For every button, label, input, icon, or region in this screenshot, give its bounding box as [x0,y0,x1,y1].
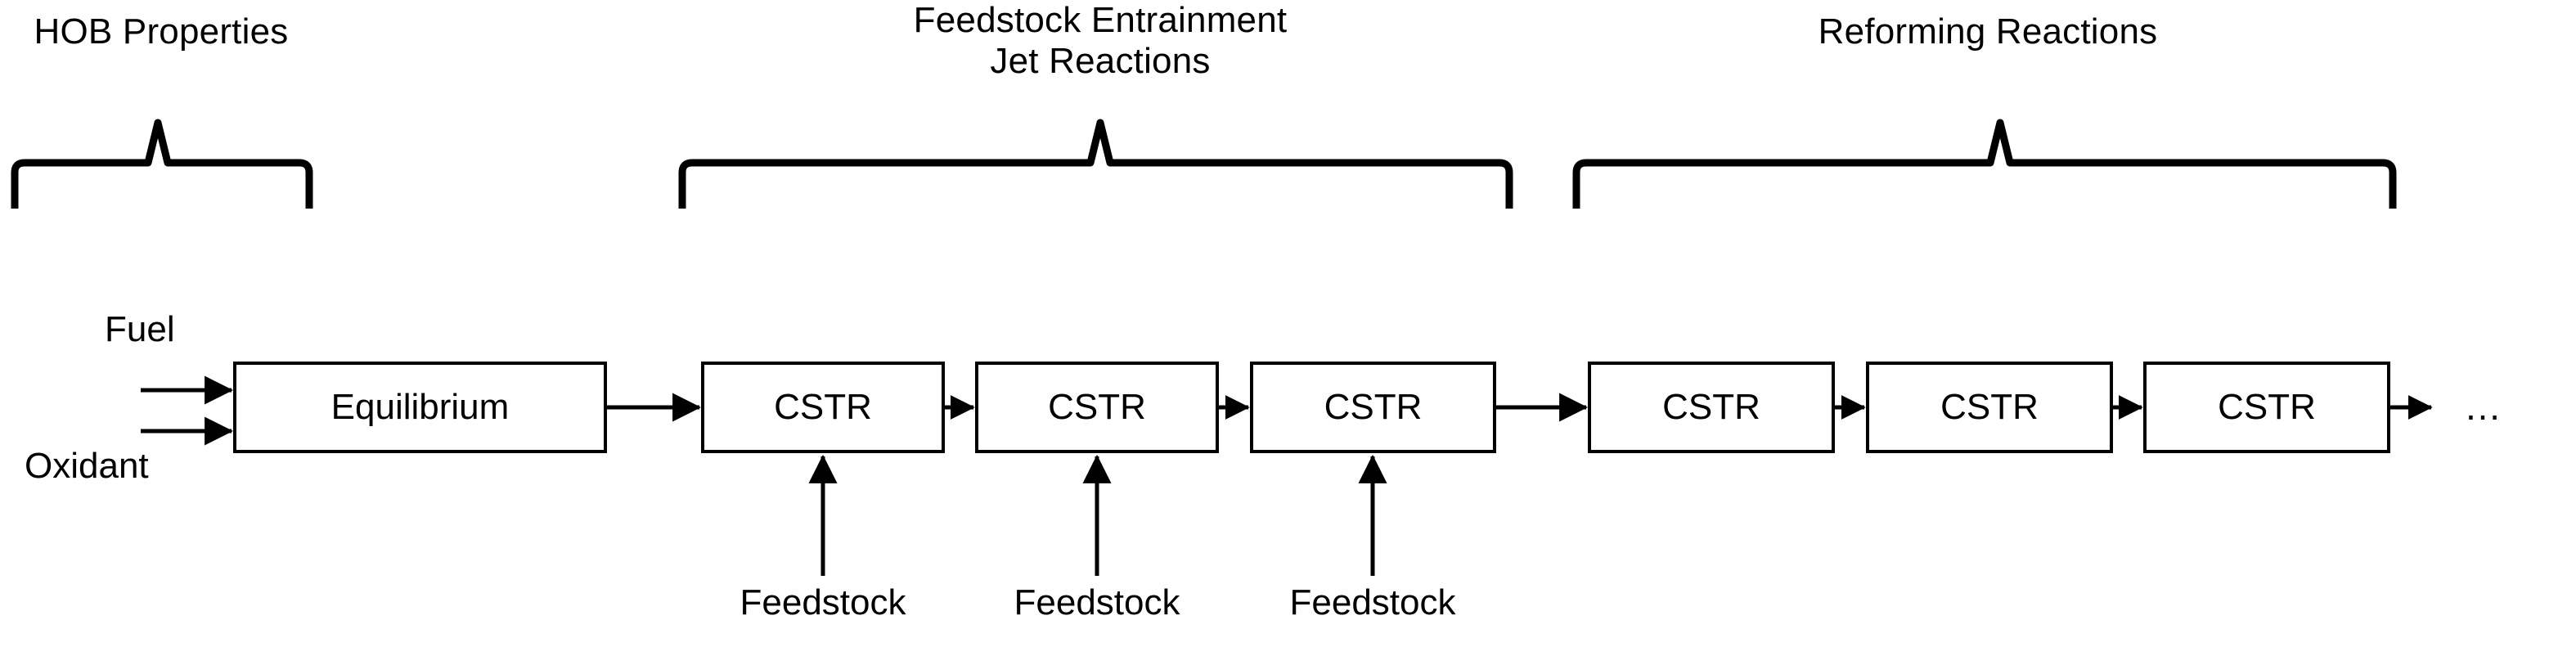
group-title-hob-properties: HOB Properties [34,11,289,52]
node-cstr-2[interactable]: CSTR [975,362,1219,453]
fuel-inlet-label: Fuel [105,309,175,349]
feedstock-2-label: Feedstock [1014,582,1180,622]
node-cstr-5[interactable]: CSTR [1866,362,2113,453]
bracket-hob-properties [11,119,313,209]
node-cstr-3[interactable]: CSTR [1250,362,1496,453]
group-title-feedstock-entrainment: Feedstock Entrainment Jet Reactions [913,0,1288,82]
node-equilibrium[interactable]: Equilibrium [233,362,607,453]
group-title-reforming-reactions: Reforming Reactions [1818,11,2158,52]
node-cstr-1[interactable]: CSTR [701,362,945,453]
feedstock-3-label: Feedstock [1289,582,1456,622]
feedstock-1-label: Feedstock [740,582,906,622]
oxidant-inlet-label: Oxidant [25,446,149,486]
bracket-reforming-reactions [1572,119,2397,209]
node-cstr-6-label: CSTR [2218,387,2316,427]
bracket-feedstock-entrainment [678,119,1513,209]
node-cstr-3-label: CSTR [1324,387,1423,427]
node-cstr-4[interactable]: CSTR [1588,362,1835,453]
node-cstr-6[interactable]: CSTR [2143,362,2390,453]
node-cstr-5-label: CSTR [1940,387,2039,427]
node-cstr-4-label: CSTR [1662,387,1760,427]
node-cstr-2-label: CSTR [1048,387,1146,427]
continuation-ellipsis: … [2464,385,2505,428]
node-equilibrium-label: Equilibrium [330,387,510,427]
node-cstr-1-label: CSTR [774,387,872,427]
